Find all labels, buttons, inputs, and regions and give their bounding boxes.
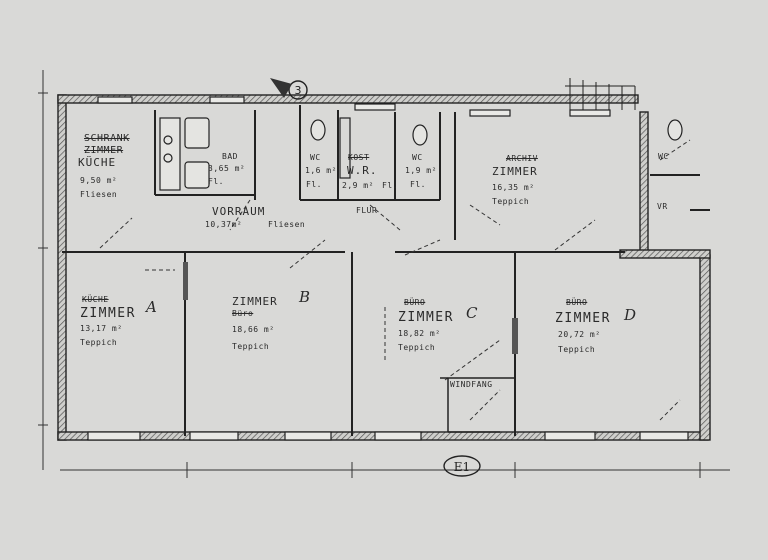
entrance-marker: 3 [270, 78, 308, 100]
zimmer-d-area: 20,72 m² [558, 330, 601, 339]
zimmer-c-area: 18,82 m² [398, 329, 441, 338]
zimmer-b-name: ZIMMER [232, 295, 278, 308]
vorraum-area: 10,37m² [205, 220, 243, 229]
zimmer-d-old-name: BÜRO [566, 298, 588, 307]
exit-marker: E1 [443, 455, 481, 477]
archiv-name: ZIMMER [492, 165, 538, 178]
wc1-name: WC [310, 153, 321, 162]
wc3-name: WC [658, 152, 669, 161]
vr-name: VR [657, 202, 668, 211]
bath-floor: Fl. [208, 177, 224, 186]
archiv-old-name: ARCHIV [506, 154, 538, 163]
windows [87, 96, 689, 441]
zimmer-d-name: ZIMMER [555, 311, 611, 326]
stair [565, 78, 636, 110]
toilet-2 [412, 124, 428, 146]
interior-wall-thick [183, 262, 518, 354]
wc2-floor: Fl. [410, 180, 426, 189]
windfang-name: WINDFANG [450, 380, 493, 389]
fixtures [159, 117, 683, 191]
toilet-3 [667, 119, 683, 141]
wc1-area: 1,6 m² [305, 166, 337, 175]
kitchen-floor: Fliesen [80, 190, 118, 199]
wr-old-name: KOST [348, 153, 370, 162]
zimmer-d-floor: Teppich [558, 345, 596, 354]
vorraum-floor: Fliesen [268, 220, 306, 229]
zimmer-a-area: 13,17 m² [80, 324, 123, 333]
zimmer-c-old-name: BÜRO [404, 298, 426, 307]
flur-name: FLUR [356, 206, 378, 215]
wr-floor: Fl. [382, 181, 398, 190]
toilet-1 [310, 119, 326, 141]
zimmer-a-letter: A [146, 298, 158, 316]
wr-name: W.R. [347, 164, 378, 177]
wc2-name: WC [412, 153, 423, 162]
washbasin [184, 161, 210, 189]
bathtub [184, 117, 210, 149]
zimmer-a-name: ZIMMER [80, 306, 136, 321]
vorraum-name: VORRAUM [212, 205, 266, 218]
wc1-floor: Fl. [306, 180, 322, 189]
zimmer-b-letter: B [299, 288, 311, 306]
kitchen-name: KÜCHE [78, 156, 117, 169]
dimension-lines [38, 70, 730, 478]
kitchen-old-name: SCHRANK [84, 133, 130, 144]
zimmer-b-old-name: Büro [232, 309, 254, 318]
entrance-marker-label: 3 [295, 84, 302, 97]
wr-area: 2,9 m² [342, 181, 374, 190]
windfang-box [440, 377, 515, 433]
kitchen-line2: ZIMMER [84, 145, 124, 156]
door-swings [99, 139, 691, 421]
zimmer-a-old-name: KÜCHE [82, 295, 109, 304]
zimmer-c-floor: Teppich [398, 343, 436, 352]
zimmer-a-floor: Teppich [80, 338, 118, 347]
archiv-area: 16,35 m² [492, 183, 535, 192]
zimmer-b-area: 18,66 m² [232, 325, 275, 334]
zimmer-b-floor: Teppich [232, 342, 270, 351]
pantry-shelf [339, 117, 351, 179]
exit-marker-label: E1 [454, 460, 470, 474]
kitchen-area: 9,50 m² [80, 176, 118, 185]
zimmer-c-letter: C [466, 304, 478, 322]
archiv-floor: Teppich [492, 197, 530, 206]
zimmer-c-name: ZIMMER [398, 310, 454, 325]
bath-name: BAD [222, 152, 238, 161]
wc2-area: 1,9 m² [405, 166, 437, 175]
zimmer-d-letter: D [624, 306, 637, 324]
bath-area: 3,65 m² [208, 164, 246, 173]
